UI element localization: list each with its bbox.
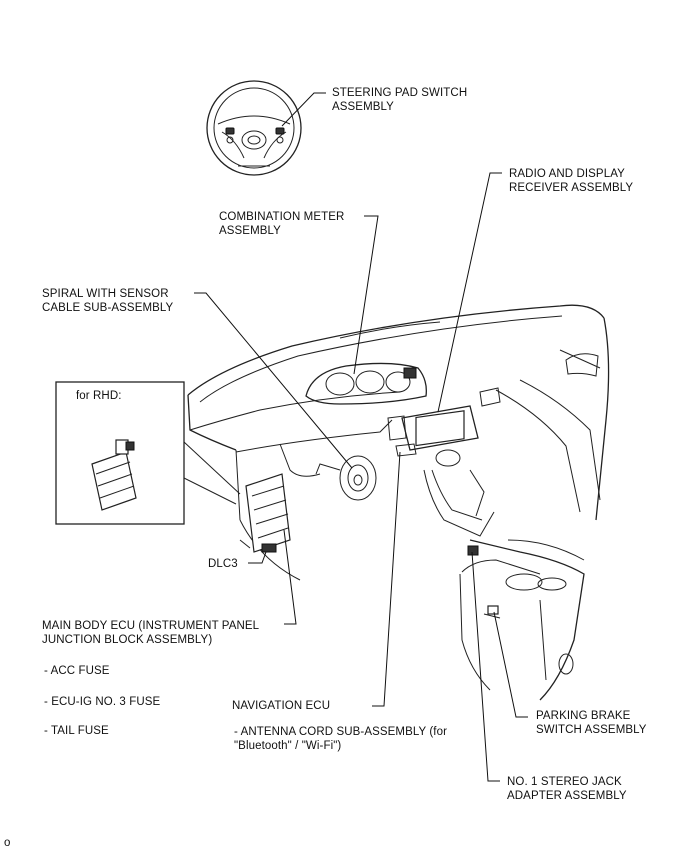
dashboard-illustration xyxy=(187,304,610,701)
rhd-inset-box xyxy=(55,381,241,525)
steering-wheel-illustration xyxy=(206,80,302,176)
rhd-note-label: for RHD: xyxy=(76,390,122,402)
dlc3-label: DLC3 xyxy=(208,558,238,570)
radio-display-receiver-label: RADIO AND DISPLAY RECEIVER ASSEMBLY xyxy=(509,168,634,194)
antenna-cord-label: - ANTENNA CORD SUB-ASSEMBLY (for "Blueto… xyxy=(234,726,448,752)
ecu-ig-fuse-label: - ECU-IG NO. 3 FUSE xyxy=(44,696,161,708)
leader-lines xyxy=(194,92,528,782)
stereo-jack-adapter-label: NO. 1 STEREO JACK ADAPTER ASSEMBLY xyxy=(507,776,627,802)
spiral-cable-label: SPIRAL WITH SENSOR CABLE SUB-ASSEMBLY xyxy=(42,288,174,314)
navigation-ecu-label: NAVIGATION ECU xyxy=(232,700,331,712)
main-body-ecu-label: MAIN BODY ECU (INSTRUMENT PANEL JUNCTION… xyxy=(42,620,260,646)
corner-mark: o xyxy=(4,837,11,849)
junction-block-illustration xyxy=(239,473,291,553)
steering-pad-switch-label: STEERING PAD SWITCH ASSEMBLY xyxy=(332,87,468,113)
tail-fuse-label: - TAIL FUSE xyxy=(44,725,109,737)
parking-brake-switch-label: PARKING BRAKE SWITCH ASSEMBLY xyxy=(536,710,647,736)
acc-fuse-label: - ACC FUSE xyxy=(44,665,110,677)
combination-meter-label: COMBINATION METER ASSEMBLY xyxy=(219,211,345,237)
